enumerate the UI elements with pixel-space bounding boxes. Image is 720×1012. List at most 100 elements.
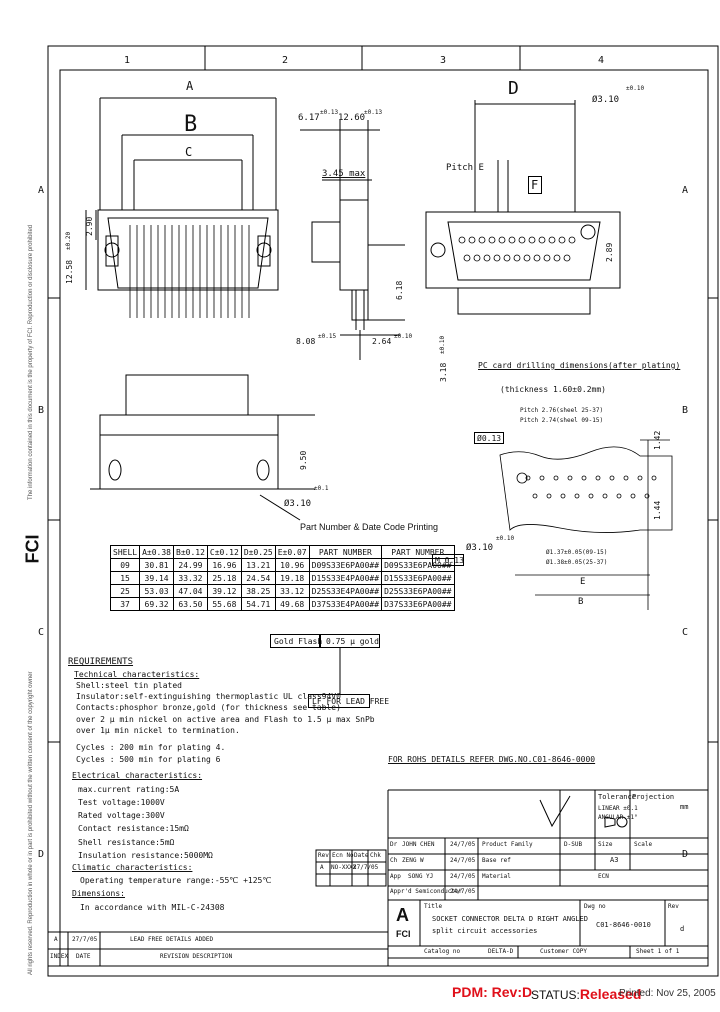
table-row: 09 30.81 24.99 16.96 13.21 10.96 D09S33E… xyxy=(109,558,455,572)
col-label-4: 4 xyxy=(598,55,605,66)
tb-app-date: 24/7/05 xyxy=(450,873,476,880)
contact-view xyxy=(425,100,621,315)
table-cell: 49.68 xyxy=(274,597,310,611)
hist-cell: A xyxy=(54,936,58,943)
dim-618: 6.18 xyxy=(395,280,404,300)
dim-f-box: F xyxy=(528,176,542,194)
lf-note: LF FOR LEAD FREE xyxy=(312,697,390,706)
table-cell: D25S33E6PA00## xyxy=(381,584,455,598)
rev-cell: NO-XXXX xyxy=(331,864,357,871)
dim-f-label: F xyxy=(531,178,539,192)
table-cell: D15S33E6PA00## xyxy=(381,571,455,585)
req-clim-title: Climatic characteristics: xyxy=(72,863,193,872)
tol-264: ±0.10 xyxy=(394,333,413,340)
dim-c-label: C xyxy=(185,145,193,159)
table-cell: 24.54 xyxy=(240,571,276,585)
pitch-label: Pitch E xyxy=(446,163,484,173)
table-cell: 24.99 xyxy=(173,558,208,572)
table-cell: 37 xyxy=(109,597,141,611)
tb-size-val: A3 xyxy=(610,856,619,864)
tol-310c: ±0.10 xyxy=(496,535,515,542)
table-cell: 33.12 xyxy=(274,584,310,598)
shell-dimension-table: SHELL A±0.38 B±0.12 C±0.12 D±0.25 E±0.07… xyxy=(109,545,455,611)
pcb-144: 1.44 xyxy=(653,500,662,520)
table-cell: 25 xyxy=(109,584,141,598)
table-cell: 54.71 xyxy=(240,597,276,611)
tb-family-lbl: Product Family xyxy=(482,841,533,848)
rev-hdr: Rev xyxy=(318,852,329,859)
req-tech-title: Technical characteristics: xyxy=(74,670,200,679)
pcb-thickness: (thickness 1.60±0.2mm) xyxy=(500,385,606,394)
table-cell: 69.32 xyxy=(139,597,174,611)
table-cell: 39.12 xyxy=(206,584,242,598)
plating-value: 0.75 μ gold xyxy=(326,637,379,646)
dim-a-label: A xyxy=(186,79,194,93)
table-header: SHELL xyxy=(109,545,141,559)
tb-dwg-lbl: Dwg no xyxy=(584,903,606,910)
table-header: PART NUMBER xyxy=(308,545,383,559)
dim-289: 2.89 xyxy=(605,242,614,262)
row-label-a-right: A xyxy=(682,185,689,196)
rohs-note: FOR ROHS DETAILS REFER DWG.NO.C01-8646-0… xyxy=(388,755,596,764)
tol-808: ±0.15 xyxy=(318,333,337,340)
tb-app-name: SONG YJ xyxy=(408,873,434,880)
tol-617: ±0.13 xyxy=(320,109,339,116)
pcb-tolerance-text: Ø0.13 xyxy=(477,434,502,443)
dim-950: 9.50 xyxy=(299,450,308,470)
tb-chk-name: ZENG W xyxy=(402,857,424,864)
pcb-title: PC card drilling dimensions(after platin… xyxy=(478,361,681,370)
dim-264: 2.64 xyxy=(372,337,392,346)
tb-catalog-val: DELTA-D xyxy=(488,948,514,955)
dim-345: 3.45 max xyxy=(322,169,366,179)
req-line: Insulator:self-extinguishing thermoplast… xyxy=(76,692,341,701)
tb-mat-lbl: Material xyxy=(482,873,511,880)
table-row: 25 53.03 47.04 39.12 38.25 33.12 D25S33E… xyxy=(109,584,455,598)
tb-drawn-date: 24/7/05 xyxy=(450,841,476,848)
table-header: A±0.38 xyxy=(139,545,174,559)
dim-310b: Ø3.10 xyxy=(284,499,312,509)
tb-tol-angular: ANGULAR ±1° xyxy=(598,814,638,821)
tol-310b: ±0.1 xyxy=(314,485,329,492)
req-line: Cycles : 200 min for plating 4. xyxy=(76,743,226,752)
tol-1260: ±0.13 xyxy=(364,109,383,116)
tb-ecn-lbl: ECN xyxy=(598,873,609,880)
table-cell: 10.96 xyxy=(274,558,310,572)
row-label-a: A xyxy=(38,185,45,196)
tol-318: ±0.10 xyxy=(439,335,446,354)
table-cell: D09S33E6PA00## xyxy=(308,558,383,572)
hist-cell: INDEX xyxy=(50,953,69,960)
pcb-hole-1: Ø1.37±0.05(09-15) xyxy=(546,549,608,556)
lf-note-box: LF FOR LEAD FREE xyxy=(308,694,389,708)
table-cell: 13.21 xyxy=(240,558,276,572)
tb-catalog-lbl: Catalog no xyxy=(424,948,461,955)
req-elec-line: Test voltage:1000V xyxy=(78,798,165,807)
pcb-dim-e: E xyxy=(580,577,586,587)
tb-dwg-val: C01-8646-0010 xyxy=(596,921,651,929)
dim-1260: 12.60 xyxy=(338,113,366,123)
tb-chk-date: 24/7/05 xyxy=(450,857,476,864)
rev-hdr: Date xyxy=(354,852,369,859)
table-header: C±0.12 xyxy=(206,545,242,559)
pcb-dim-b: B xyxy=(578,597,584,607)
bottom-view xyxy=(90,374,315,521)
dim-310c: Ø3.10 xyxy=(466,543,494,553)
row-label-c-right: C xyxy=(682,627,689,638)
hist-cell: 27/7/05 xyxy=(72,936,98,943)
row-label-b-right: B xyxy=(682,405,689,416)
req-line: over 1μ min nickel to termination. xyxy=(76,726,240,735)
tb-drawn-name: JOHN CHEN xyxy=(402,841,435,848)
plating-value-cell: 0.75 μ gold xyxy=(320,634,380,648)
req-elec-line: Insulation resistance:5000MΩ xyxy=(78,851,213,860)
table-cell: 55.68 xyxy=(206,597,242,611)
req-elec-line: Contact resistance:15mΩ xyxy=(78,824,189,833)
tb-projection: Projection xyxy=(632,793,675,801)
status-label-text: STATUS: xyxy=(531,988,580,1002)
tb-appc-date: 24/7/05 xyxy=(450,888,476,895)
tb-title-val-2: split circuit accessories xyxy=(432,927,538,935)
fci-logo-left: FCI xyxy=(23,535,43,564)
req-elec-line: Shell resistance:5mΩ xyxy=(78,838,175,847)
hist-cell: LEAD FREE DETAILS ADDED xyxy=(130,936,214,943)
tol-310: ±0.10 xyxy=(626,85,645,92)
pcb-tolerance-box: Ø0.13 xyxy=(474,432,504,444)
